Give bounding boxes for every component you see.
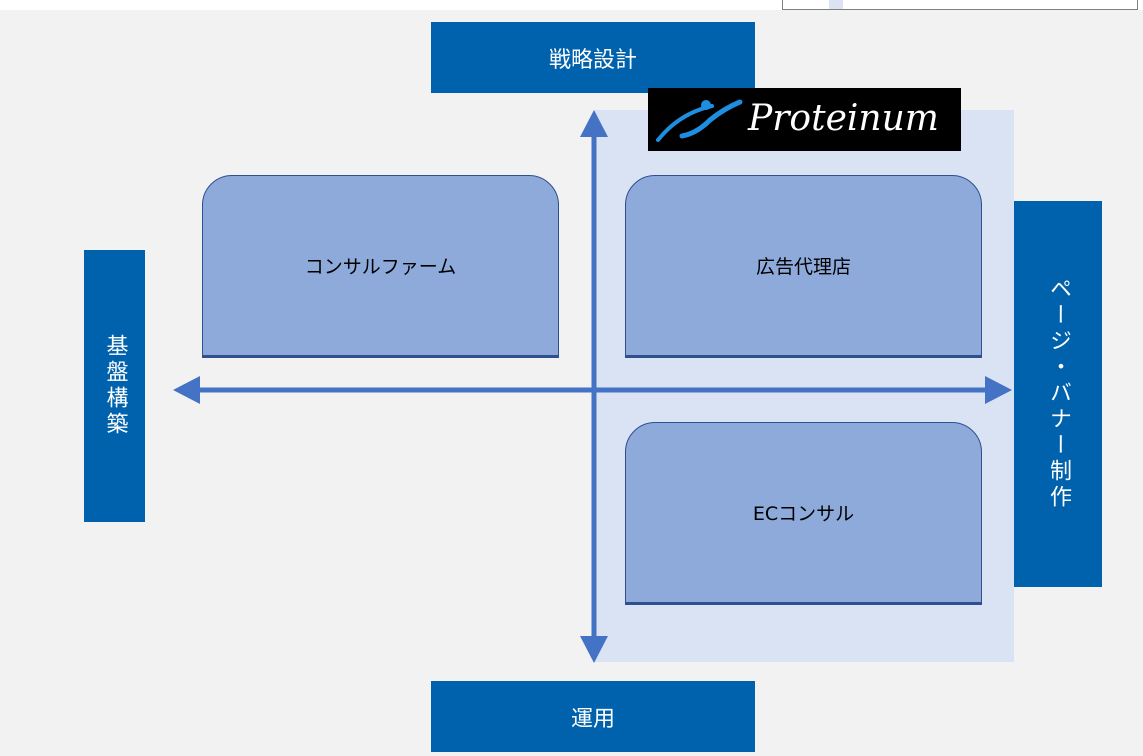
arrow-down-icon xyxy=(580,636,608,663)
category-consul-firm: コンサルファーム xyxy=(202,175,559,356)
axis-label-left: 基盤構築 xyxy=(84,250,145,522)
category-ec-consul: ECコンサル xyxy=(625,422,982,603)
proteinum-swoosh-icon xyxy=(656,99,743,142)
arrow-left-icon xyxy=(173,376,200,404)
arrow-right-icon xyxy=(985,376,1012,404)
category-ad-agency: 広告代理店 xyxy=(625,175,982,356)
axis-label-top: 戦略設計 xyxy=(431,22,755,93)
proteinum-logo: Proteinum xyxy=(648,88,961,151)
corner-swatch xyxy=(829,0,843,9)
arrow-up-icon xyxy=(580,110,608,137)
corner-frame xyxy=(782,0,1138,10)
axis-label-right: ページ・バナー制作 xyxy=(1014,201,1102,587)
axis-label-bottom: 運用 xyxy=(431,681,755,752)
logo-text: Proteinum xyxy=(748,98,939,139)
